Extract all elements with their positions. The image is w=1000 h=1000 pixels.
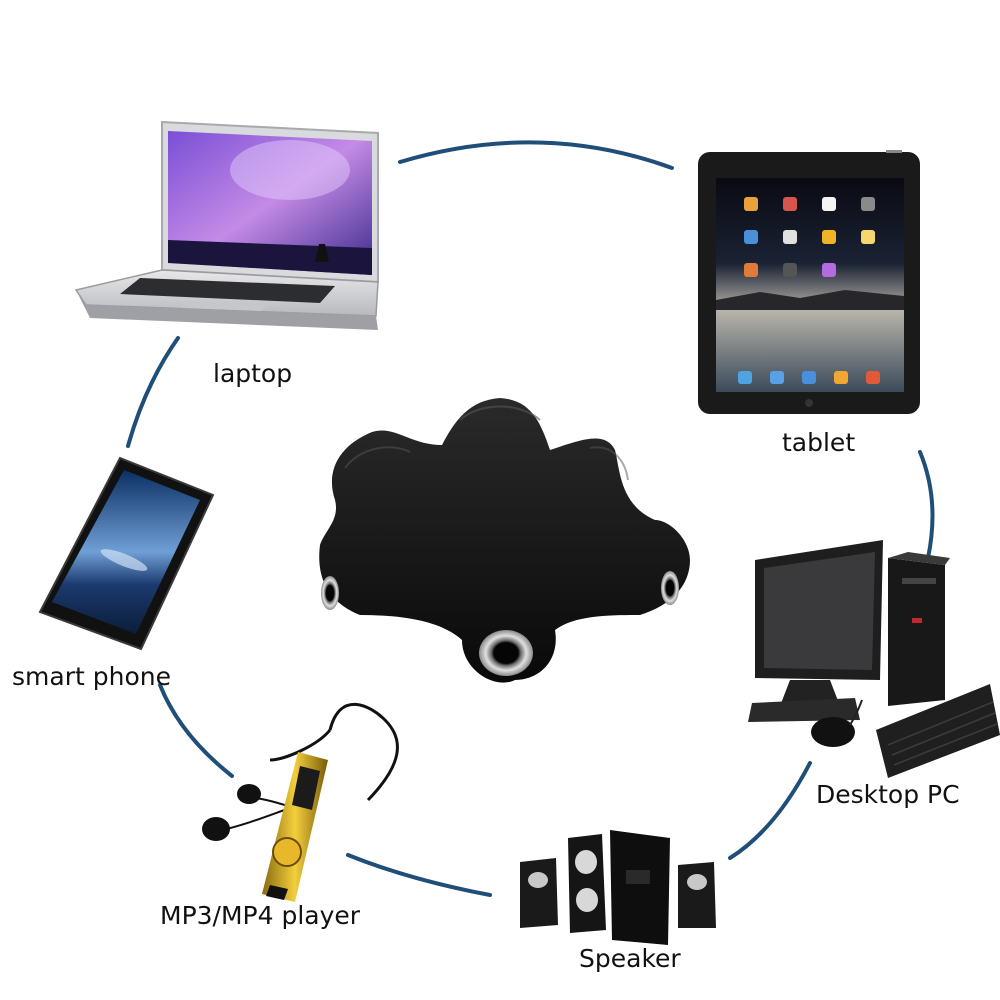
label-laptop: laptop [213, 359, 292, 388]
audio-splitter-image [319, 398, 690, 683]
mouse-image [811, 717, 855, 747]
connector-speaker-mp3 [346, 853, 492, 897]
connector-mp3-phone [158, 683, 234, 778]
connector-lines [126, 140, 935, 897]
connector-laptop-tablet [398, 140, 674, 170]
connector-desktop-speaker [728, 761, 812, 860]
audio-jack-right [661, 571, 679, 605]
tablet-image [698, 150, 920, 414]
audio-jack-front [479, 630, 533, 676]
label-tablet: tablet [782, 428, 855, 457]
laptop-image [74, 120, 379, 330]
device-labels: laptop tablet smart phone Desktop PC MP3… [12, 359, 960, 973]
label-desktop-pc: Desktop PC [816, 780, 960, 809]
connector-phone-laptop [126, 336, 180, 448]
desktop-pc-image [748, 540, 1000, 778]
label-speaker: Speaker [579, 944, 681, 973]
app-icons [738, 197, 880, 384]
audio-jack-left [321, 576, 339, 610]
smart-phone-image [38, 456, 215, 651]
mp3-player-image [202, 702, 399, 902]
label-mp3-player: MP3/MP4 player [160, 901, 361, 930]
speaker-image [520, 830, 716, 945]
label-smart-phone: smart phone [12, 662, 171, 691]
connector-tablet-desktop [918, 450, 935, 560]
